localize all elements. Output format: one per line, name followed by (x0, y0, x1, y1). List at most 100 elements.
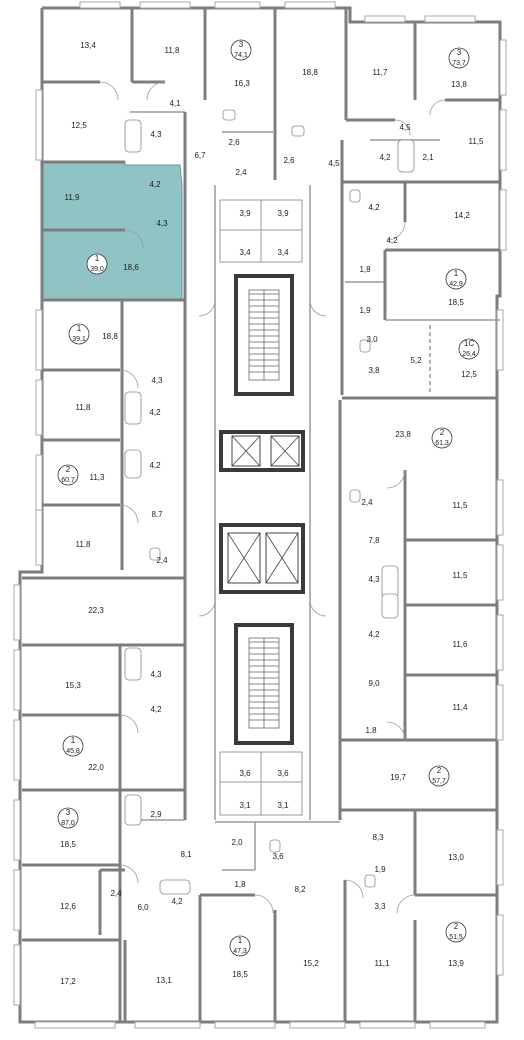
room-area: 7,8 (368, 536, 380, 545)
room-area: 2,4 (110, 889, 122, 898)
room-areas: 13,4 11,8 16,3 18,8 11,7 13,8 4,1 12,5 4… (60, 41, 484, 986)
room-area: 4,3 (150, 670, 162, 679)
room-area: 1,8 (234, 880, 246, 889)
room-area: 18,8 (102, 332, 118, 341)
apartment-badge[interactable]: 2 57,7 (428, 765, 450, 787)
badge-rooms: 2 (437, 766, 442, 775)
room-area: 4,2 (368, 203, 380, 212)
room-area: 3,9 (277, 209, 289, 218)
room-area: 11,8 (76, 403, 92, 412)
badge-total: 26,4 (462, 351, 476, 358)
room-area: 11,7 (373, 68, 389, 77)
apartment-badge[interactable]: 1 39,1 (68, 323, 90, 345)
room-area: 18,5 (448, 298, 464, 307)
room-area: 3,4 (277, 248, 289, 257)
badge-rooms: 3 (457, 48, 462, 57)
outer-walls (13, 1, 507, 1029)
apartment-badge[interactable]: 1 42,9 (445, 268, 467, 290)
room-area: 3,3 (374, 902, 386, 911)
badge-total: 47,3 (233, 948, 247, 955)
core (219, 199, 305, 816)
badge-total: 73,7 (452, 60, 466, 67)
doors (99, 81, 446, 914)
room-area: 11,4 (453, 703, 469, 712)
room-area: 2,1 (422, 153, 434, 162)
room-area: 11,5 (453, 571, 469, 580)
room-area: 1,9 (359, 306, 371, 315)
room-area: 1,9 (374, 865, 386, 874)
room-area: 3,0 (366, 335, 378, 344)
apartment-badge[interactable]: 2 61,3 (431, 427, 453, 449)
badge-rooms: 2 (440, 428, 445, 437)
room-area: 3,1 (239, 801, 251, 810)
apartment-badge[interactable]: 1 47,3 (229, 935, 251, 957)
room-area: 4,2 (379, 153, 391, 162)
room-area: 3,6 (239, 769, 251, 778)
room-area: 11,1 (375, 959, 391, 968)
room-area: 4,2 (171, 897, 183, 906)
badge-total: 60,7 (61, 477, 75, 484)
badge-rooms: 3 (239, 40, 244, 49)
badge-rooms: 3 (66, 808, 71, 817)
interior-walls (22, 8, 500, 1022)
badge-rooms: 2 (454, 922, 459, 931)
room-area: 11,5 (453, 501, 469, 510)
room-area: 3,4 (239, 248, 251, 257)
apartment-badge[interactable]: 3 74,1 (230, 39, 252, 61)
room-area: 2,0 (231, 838, 243, 847)
badge-total: 57,7 (432, 778, 446, 785)
room-area: 6,0 (137, 903, 149, 912)
apartment-badge[interactable]: 2 60,7 (57, 464, 79, 486)
room-area: 4,2 (149, 408, 161, 417)
room-area: 8,1 (180, 850, 192, 859)
room-area: 4,3 (150, 130, 162, 139)
room-area: 5,2 (410, 356, 422, 365)
room-area: 11,8 (165, 46, 181, 55)
room-area: 2,6 (283, 156, 295, 165)
fixtures (124, 109, 415, 895)
apartment-badges: 3 74,1 3 73,7 1 39,0 1 42,9 1 39,1 1С 26… (57, 39, 480, 957)
room-area: 15,3 (65, 681, 81, 690)
room-area: 2,6 (228, 138, 240, 147)
apartment-badge[interactable]: 3 87,0 (57, 807, 79, 829)
apartment-badge[interactable]: 3 73,7 (448, 47, 470, 69)
room-area: 11,6 (453, 640, 469, 649)
room-area: 19,7 (390, 773, 406, 782)
room-area: 17,2 (60, 977, 76, 986)
room-area: 16,3 (234, 79, 250, 88)
apartment-badge[interactable]: 1 39,0 (86, 253, 108, 275)
room-area: 9,0 (368, 679, 380, 688)
room-area: 15,2 (303, 959, 319, 968)
apartment-badge[interactable]: 1 45,8 (62, 735, 84, 757)
room-area: 13,4 (80, 41, 96, 50)
badge-rooms: 1 (238, 936, 243, 945)
badge-rooms: 1 (95, 254, 100, 263)
room-area: 4,2 (149, 461, 161, 470)
badge-total: 61,3 (435, 440, 449, 447)
badge-rooms: 1 (77, 324, 82, 333)
room-area: 22,0 (88, 763, 104, 772)
room-area: 3,8 (368, 366, 380, 375)
badge-total: 39,1 (72, 336, 86, 343)
room-area: 18,5 (60, 840, 76, 849)
apartment-badge[interactable]: 1С 26,4 (458, 338, 480, 360)
badge-total: 74,1 (234, 52, 248, 59)
room-area: 8,2 (294, 885, 306, 894)
room-area: 13,8 (451, 80, 467, 89)
room-area: 6,7 (194, 151, 206, 160)
room-area: 11,8 (76, 540, 92, 549)
room-area: 4,3 (156, 219, 168, 228)
room-area: 18,6 (123, 263, 139, 272)
room-area: 4,5 (399, 123, 411, 132)
badge-rooms: 2 (66, 465, 71, 474)
elevator-small (219, 430, 305, 472)
room-area: 4,3 (151, 376, 163, 385)
room-area: 11,9 (65, 193, 81, 202)
apartment-badge[interactable]: 2 51,5 (445, 921, 467, 943)
room-area: 2,4 (361, 498, 373, 507)
room-area: 2,9 (150, 810, 162, 819)
room-area: 3,1 (277, 801, 289, 810)
room-area: 11,5 (469, 137, 485, 146)
room-area: 4,2 (368, 630, 380, 639)
